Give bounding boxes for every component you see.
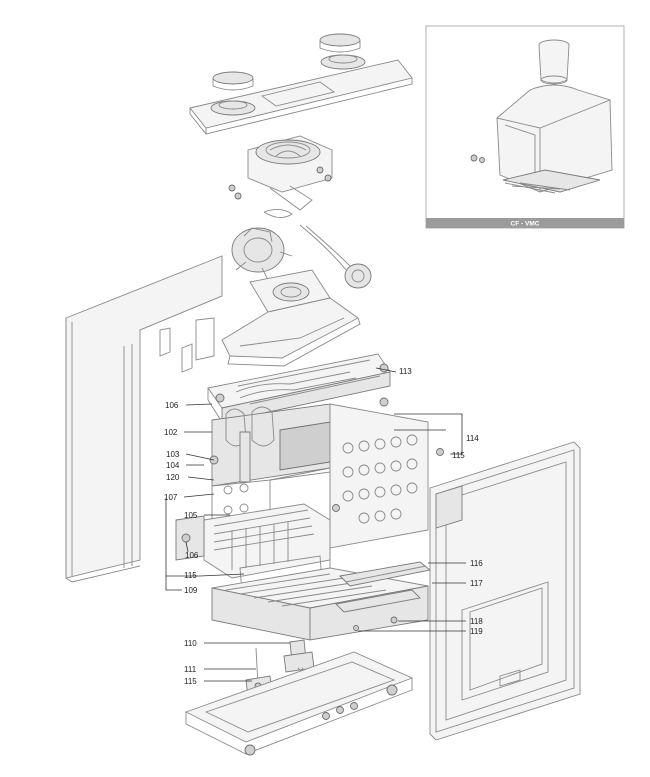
- flue-hood-drawing: [470, 39, 613, 194]
- callout-115-mid: 115: [184, 571, 197, 580]
- inset-caption: CF - VMC: [511, 221, 540, 228]
- callout-116: 116: [470, 559, 483, 568]
- callout-119: 119: [470, 627, 483, 636]
- front-door-panel: [429, 441, 581, 741]
- callout-110: 110: [184, 639, 197, 648]
- callout-111: 111: [184, 665, 197, 674]
- flue-collector: [221, 269, 361, 367]
- callout-103: 103: [166, 450, 180, 459]
- callout-115-bottom: 115: [184, 677, 197, 686]
- callout-115-right: 115: [452, 451, 465, 460]
- top-cover-plate: [189, 33, 413, 135]
- fan-motor-assembly: [228, 135, 372, 289]
- callout-106-lower: 106: [185, 551, 199, 560]
- callout-102: 102: [164, 428, 178, 437]
- heat-exchanger-top: [207, 353, 391, 423]
- inset-panel: CF - VMC: [425, 25, 625, 229]
- callout-105: 105: [184, 511, 198, 520]
- bottom-base-plate: [184, 651, 414, 756]
- leader-lines: [165, 367, 466, 682]
- callout-120: 120: [166, 473, 180, 482]
- base-tray: [211, 548, 432, 641]
- callout-113: 113: [399, 367, 412, 376]
- callout-labels: 113 106 102 114 115 103 104 120 107 105 …: [164, 367, 483, 686]
- callout-118: 118: [470, 617, 483, 626]
- left-side-panel: [65, 255, 223, 583]
- callout-114: 114: [466, 434, 479, 443]
- combustion-chamber: [209, 403, 444, 549]
- chamber-holes: [223, 434, 418, 524]
- callout-104: 104: [166, 461, 180, 470]
- callout-107: 107: [164, 493, 178, 502]
- callout-117: 117: [470, 579, 483, 588]
- callout-106-top: 106: [165, 401, 179, 410]
- callout-109: 109: [184, 586, 198, 595]
